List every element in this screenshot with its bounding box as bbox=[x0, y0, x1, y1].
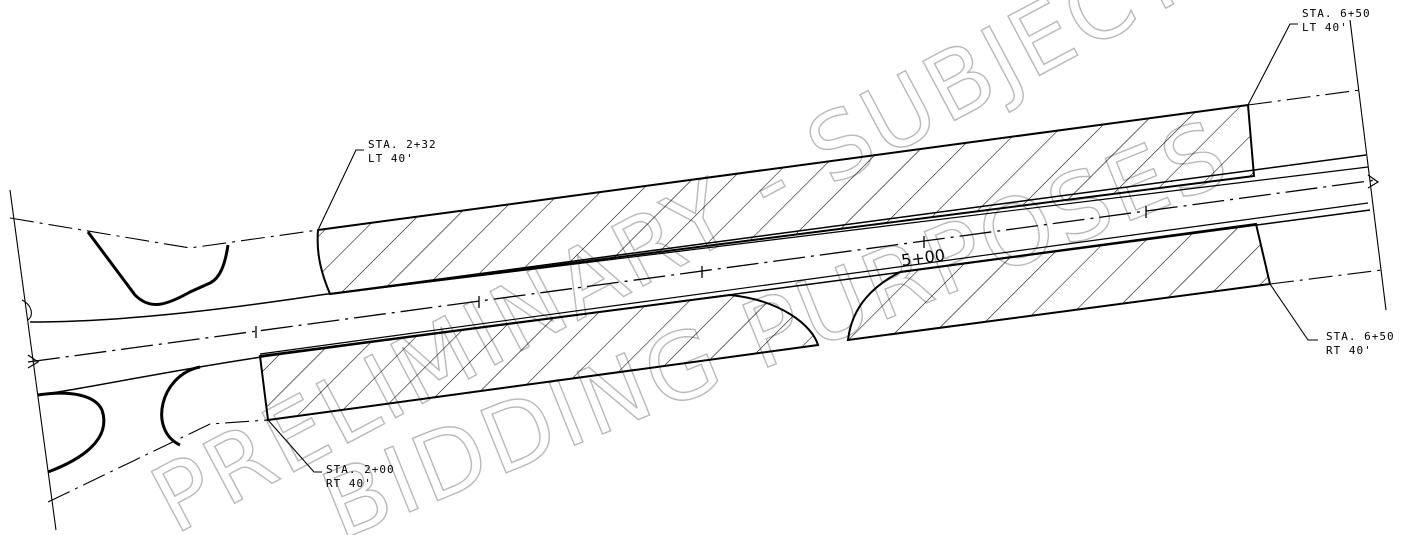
callout-offset: LT 40' bbox=[368, 152, 414, 165]
curb-islands bbox=[37, 231, 230, 474]
leader-lines bbox=[267, 23, 1318, 473]
callout-sta-200-rt: STA. 2+00 RT 40' bbox=[326, 463, 395, 490]
island-sw bbox=[37, 391, 106, 474]
callout-offset: LT 40' bbox=[1302, 21, 1348, 34]
island-sw-arc bbox=[160, 365, 201, 447]
hatched-area-lt bbox=[316, 103, 1256, 296]
callout-sta-650-lt: STA. 6+50 LT 40' bbox=[1302, 7, 1371, 34]
callout-sta-232-lt: STA. 2+32 LT 40' bbox=[368, 138, 437, 165]
road-edges bbox=[29, 154, 1371, 396]
callout-station: STA. 2+32 bbox=[368, 138, 437, 151]
road-edge-north bbox=[29, 154, 1367, 323]
road-edge-south-inner bbox=[259, 202, 1369, 355]
callout-station: STA. 6+50 bbox=[1302, 7, 1371, 20]
island-nw bbox=[86, 231, 230, 307]
hatched-area-rt-west bbox=[258, 293, 820, 422]
callout-offset: RT 40' bbox=[1326, 344, 1372, 357]
road-edge-north-inner bbox=[329, 166, 1369, 295]
station-ticks bbox=[255, 206, 1147, 338]
callout-station: STA. 6+50 bbox=[1326, 330, 1395, 343]
callout-sta-650-rt: STA. 6+50 RT 40' bbox=[1326, 330, 1395, 357]
match-lines bbox=[9, 19, 1387, 531]
callout-offset: RT 40' bbox=[326, 477, 372, 490]
right-of-way-lines bbox=[9, 89, 1383, 503]
centerline-arrows bbox=[27, 174, 1380, 369]
callout-station: STA. 2+00 bbox=[326, 463, 395, 476]
